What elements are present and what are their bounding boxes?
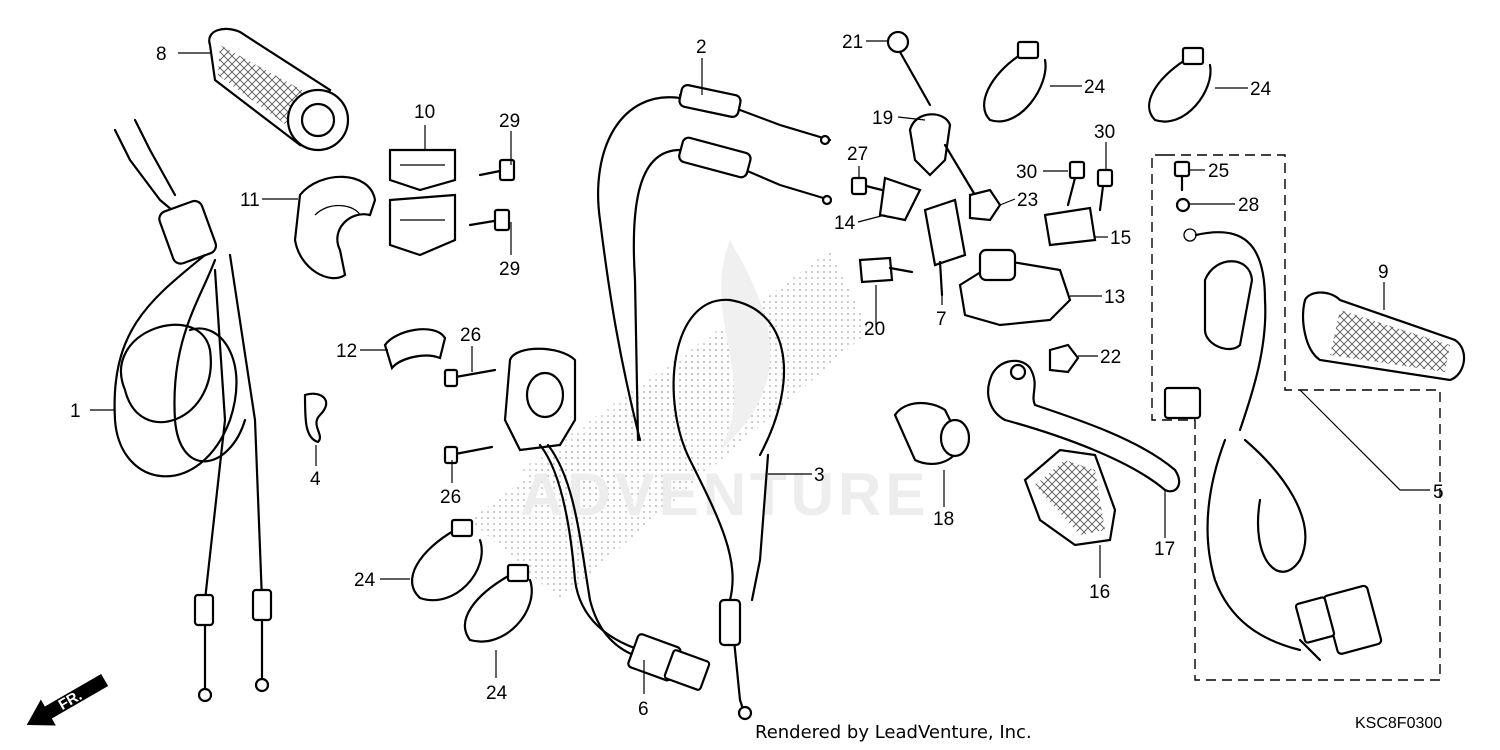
part-22-nut (1048, 343, 1080, 374)
part-26-screws (443, 368, 497, 465)
part-8-throttle-grip (208, 27, 350, 152)
callout-13: 13 (1104, 287, 1125, 308)
callout-23: 23 (1017, 190, 1038, 211)
part-17-clutch-lever (987, 359, 1181, 493)
part-1-throttle-cable (113, 118, 273, 703)
callout-2: 2 (696, 37, 707, 58)
part-3-cable-loop (672, 298, 786, 721)
callout-29b: 29 (499, 259, 520, 280)
callout-14: 14 (834, 213, 856, 234)
part-4-clip (303, 392, 328, 444)
part-30-bolts (1066, 160, 1114, 212)
callout-5: 5 (1433, 482, 1444, 503)
callout-26b: 26 (440, 487, 461, 508)
part-28-washer (1175, 197, 1191, 213)
part-5-switch-harness (1163, 228, 1383, 662)
callout-12: 12 (336, 341, 357, 362)
front-direction-arrow: FR. (26, 673, 109, 726)
callout-26a: 26 (460, 325, 481, 346)
leader-lines (90, 40, 1430, 694)
callout-27: 27 (847, 144, 868, 165)
callout-20: 20 (864, 319, 885, 340)
callout-15: 15 (1110, 228, 1131, 249)
kit-box-outline (1151, 154, 1441, 681)
callout-6: 6 (638, 699, 649, 720)
part-6-connector (627, 633, 711, 691)
callout-28: 28 (1238, 195, 1259, 216)
callout-24a: 24 (1084, 77, 1106, 98)
callout-29a: 29 (499, 111, 520, 132)
callout-30a: 30 (1016, 162, 1037, 183)
part-13-lever-holder (958, 248, 1072, 327)
part-15-holder-cap (1043, 206, 1097, 247)
part-14-plate (878, 176, 922, 222)
callout-9: 9 (1378, 262, 1389, 283)
part-25-screw (1173, 160, 1191, 192)
watermark-text: ADVENTURE (520, 461, 929, 528)
callout-4: 4 (310, 469, 321, 490)
part-switch-housing (503, 347, 652, 662)
part-9-grip (1302, 291, 1466, 382)
figure-code: KSC8F0300 (1355, 715, 1442, 732)
callout-7: 7 (936, 309, 947, 330)
callout-24c: 24 (354, 570, 376, 591)
part-10-clamp (388, 148, 457, 257)
callout-1: 1 (70, 401, 81, 422)
callout-22: 22 (1100, 347, 1121, 368)
callout-25: 25 (1208, 161, 1229, 182)
callout-10: 10 (414, 102, 435, 123)
callout-labels: 1 2 3 4 5 6 7 8 9 10 11 12 13 14 15 16 1… (70, 32, 1444, 720)
callout-30b: 30 (1094, 122, 1115, 143)
part-24-bands (410, 40, 1212, 643)
callout-19: 19 (872, 108, 893, 129)
callout-16: 16 (1089, 582, 1110, 603)
callout-11: 11 (240, 190, 260, 211)
part-23-nut (968, 188, 1002, 222)
callout-24d: 24 (486, 683, 508, 704)
part-19-lever-bracket (908, 113, 977, 197)
part-20-adjuster (858, 256, 914, 284)
callout-18: 18 (933, 509, 954, 530)
part-21-bolt (886, 30, 932, 107)
part-18-switch (893, 402, 971, 465)
part-27-bolt (850, 176, 884, 196)
watermark: ADVENTURE (470, 240, 929, 600)
part-11-throttle-housing (293, 175, 377, 280)
callout-3: 3 (814, 465, 825, 486)
footer-credit: Rendered by LeadVenture, Inc. (755, 722, 1032, 743)
callout-17: 17 (1154, 539, 1175, 560)
callout-8: 8 (156, 44, 167, 65)
part-2-clutch-cable (597, 84, 833, 442)
part-16-switch-assembly (1023, 448, 1117, 547)
callout-21: 21 (842, 32, 863, 53)
part-12-cover (383, 328, 447, 371)
callout-24b: 24 (1250, 79, 1272, 100)
part-7-switch (923, 198, 967, 297)
part-29-bolts (468, 158, 516, 232)
